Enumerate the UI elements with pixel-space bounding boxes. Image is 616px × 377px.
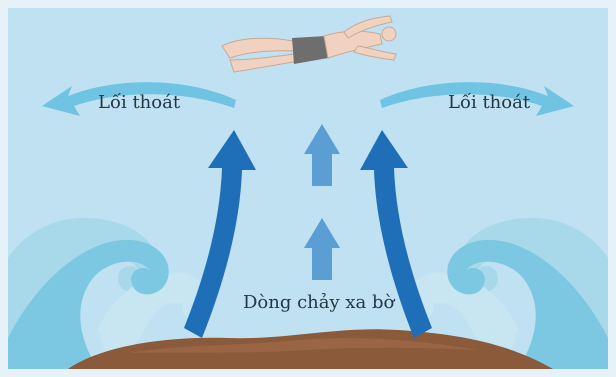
- exit-label-left: Lối thoát: [98, 94, 180, 112]
- exit-label-right: Lối thoát: [448, 94, 530, 112]
- water-background: [8, 8, 608, 369]
- rip-current-label: Dòng chảy xa bờ: [243, 294, 394, 312]
- scene-svg: [8, 8, 608, 369]
- rip-current-diagram: Lối thoát Lối thoát Dòng chảy xa bờ: [8, 8, 608, 369]
